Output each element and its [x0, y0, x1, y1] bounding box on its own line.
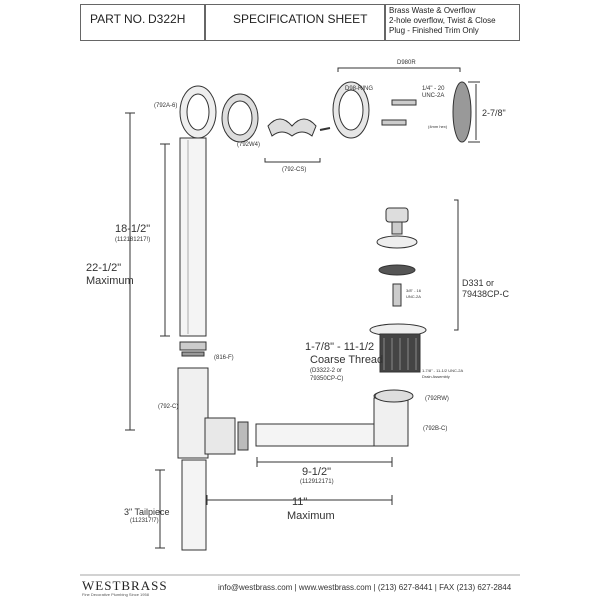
tailpiece — [181, 459, 207, 551]
label-792rw: (792RW) — [425, 396, 449, 402]
label-drain-b: Drain Assembly — [422, 374, 450, 379]
label-dim-9-code: (112912171) — [300, 479, 334, 485]
label-coarse-c: (D3322-2 or — [310, 368, 343, 374]
label-dim-22-max: Maximum — [86, 275, 134, 287]
screw-bottom — [381, 119, 407, 126]
drain-plug-cap — [385, 207, 409, 223]
footer-contact: info@westbrass.com | www.westbrass.com |… — [218, 583, 512, 592]
label-coarse-b: Coarse Thread — [310, 354, 384, 366]
label-d98-ring: D98-RING — [345, 86, 374, 92]
label-drain-a: 1-7/8" - 11-1/2 UNC-2A — [422, 368, 464, 373]
label-thread-b: UNC-2A — [422, 93, 445, 99]
tee-fitting — [177, 367, 209, 459]
overflow-tube — [179, 137, 207, 337]
drain-gasket — [378, 264, 416, 276]
header-title-box — [205, 4, 385, 41]
desc-line-2: 2-hole overflow, Twist & Close — [389, 16, 496, 25]
label-stem-a: 3/8" - 16 — [406, 288, 421, 293]
label-d331-a: D331 or — [462, 278, 495, 288]
label-dim-9: 9-1/2" — [302, 466, 331, 478]
header-desc-box — [385, 4, 520, 41]
label-coarse-d: 79350CP-C) — [310, 376, 344, 382]
desc-line-3: Plug - Finished Trim Only — [389, 26, 479, 35]
sheet-title: SPECIFICATION SHEET — [233, 12, 368, 26]
label-dim-22: 22-1/2" — [86, 262, 122, 274]
slip-nut — [179, 341, 207, 351]
part-number: D322H — [148, 12, 186, 26]
label-dim-11: 11" — [292, 496, 308, 508]
drain-stem — [392, 283, 402, 307]
label-792c: (792-C) — [158, 404, 179, 410]
label-792a6: (792A-6) — [154, 103, 178, 109]
waste-elbow — [373, 397, 409, 447]
label-thread-a: 1/4" - 20 — [422, 86, 445, 92]
label-tailpiece: 3" Tailpiece — [124, 507, 170, 517]
overflow-elbow-inner — [186, 93, 210, 131]
label-d980r: D980R — [397, 60, 416, 66]
label-coarse-a: 1-7/8" - 11-1/2 — [305, 341, 375, 353]
label-screw-small: (4mm hex) — [428, 124, 448, 129]
label-d331-b: 79438CP-C — [462, 289, 510, 299]
label-stem-b: UNC-2A — [406, 294, 421, 299]
label-dim-18-code: (112181217!) — [115, 237, 151, 243]
brand-tagline: Fine Decorative Plumbing Since 1958 — [82, 592, 149, 597]
label-792bc: (792B-C) — [423, 426, 448, 432]
label-792cs: (792-CS) — [282, 167, 307, 173]
label-792w4: (792W4) — [237, 142, 261, 148]
label-dim-18: 18-1/2" — [115, 223, 151, 235]
desc-line-1: Brass Waste & Overflow — [389, 6, 476, 15]
label-dim-11-max: Maximum — [287, 510, 335, 522]
label-816f: (816-F) — [214, 355, 234, 361]
overflow-saddle — [267, 118, 317, 137]
waste-nut — [374, 389, 414, 403]
brand-logo: WESTBRASS — [82, 578, 168, 593]
horizontal-pipe — [255, 423, 381, 447]
drain-strainer — [376, 235, 418, 249]
overflow-cover — [452, 81, 472, 143]
header-part-box — [80, 4, 205, 41]
screw-top — [391, 99, 417, 106]
part-label: PART NO. — [90, 12, 146, 26]
label-tailpiece-code: (112317!7) — [130, 518, 159, 524]
label-overflow-dim: 2-7/8" — [482, 108, 506, 118]
